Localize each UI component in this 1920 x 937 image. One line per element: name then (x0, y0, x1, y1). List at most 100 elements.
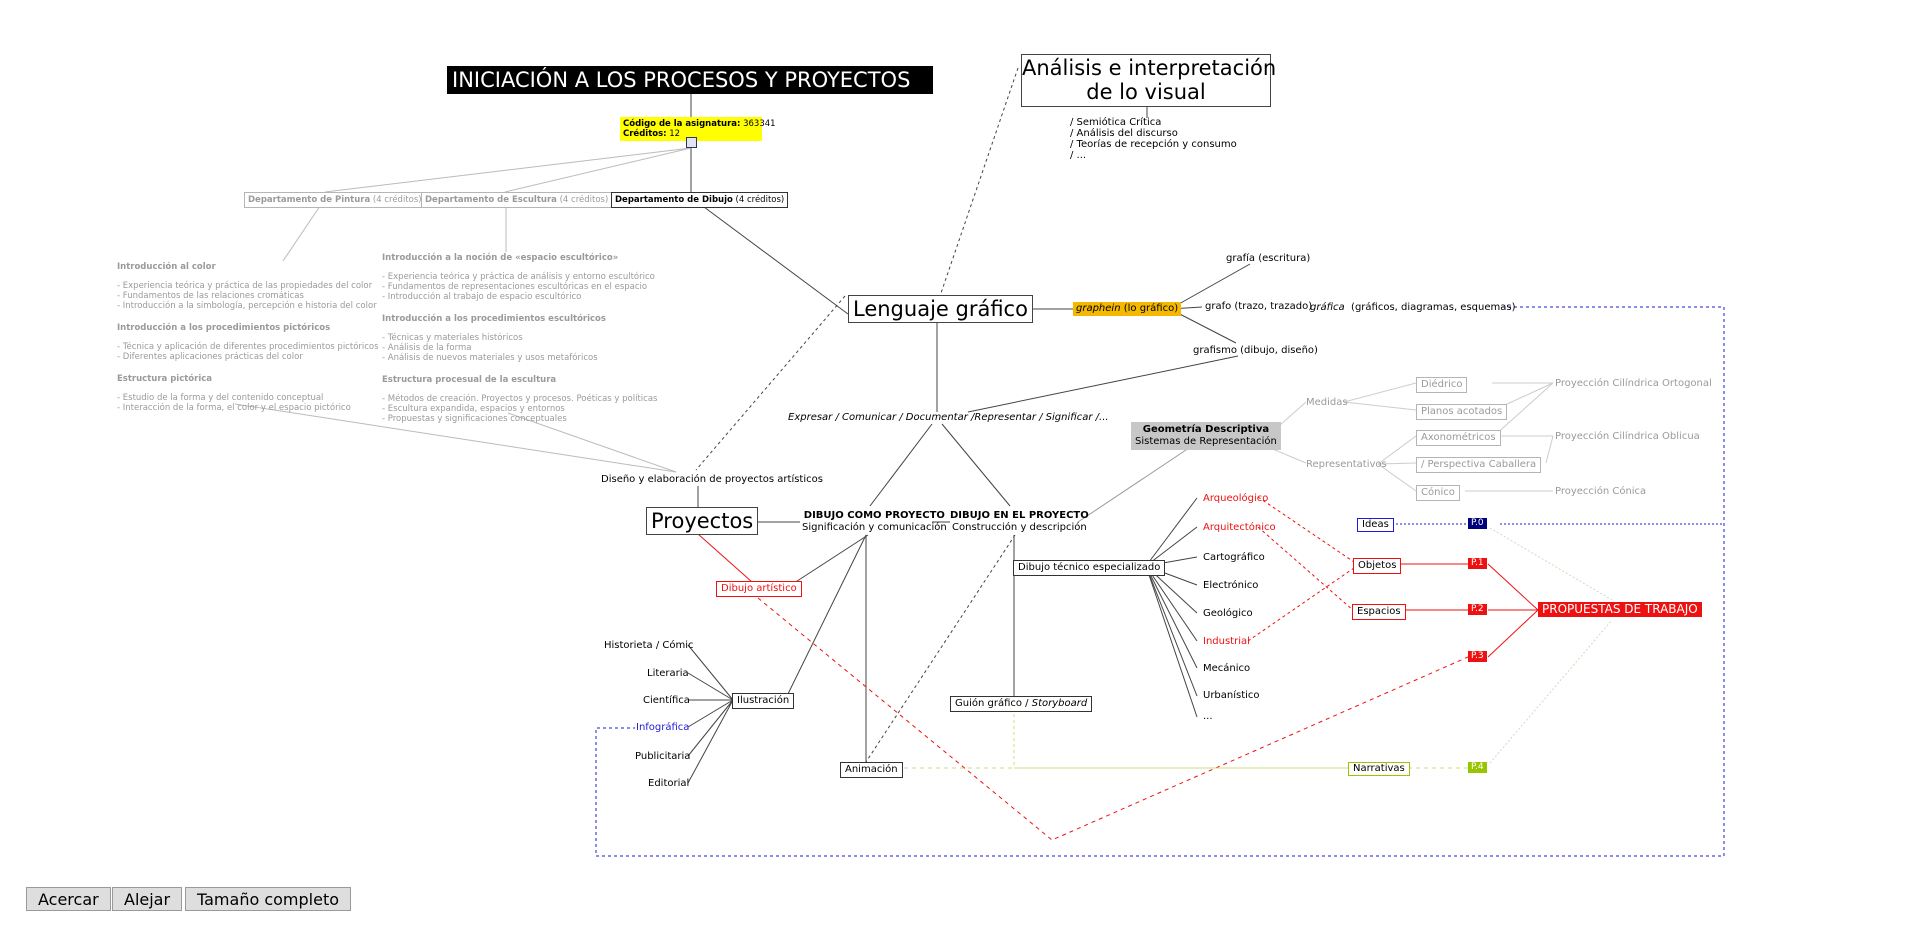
section-item: - Métodos de creación. Proyectos y proce… (382, 394, 658, 404)
lenguaje-grafico-node[interactable]: Lenguaje gráfico (848, 295, 1033, 323)
full-size-button[interactable]: Tamaño completo (185, 887, 352, 911)
section-item: - Introducción al trabajo de espacio esc… (382, 292, 582, 302)
tecnico-item: Urbanístico (1203, 690, 1260, 701)
section-heading: Introducción a los procedimientos pictór… (117, 323, 331, 333)
analysis-item: / Análisis del discurso (1070, 128, 1178, 139)
document-icon[interactable] (686, 137, 697, 148)
section-item: - Fundamentos de representaciones escult… (382, 282, 648, 292)
projection-label: Proyección Cilíndrica Ortogonal (1555, 378, 1712, 389)
grafica-node: gráfica (gráficos, diagramas, esquemas) (1310, 302, 1515, 314)
objetos-node[interactable]: Objetos (1353, 558, 1402, 574)
escultura-sections: Introducción a la noción de «espacio esc… (382, 253, 657, 436)
credits-value: 12 (669, 129, 681, 139)
dibujo-como-sub: Significación y comunicación (802, 522, 947, 533)
p2-badge[interactable]: P.2 (1468, 604, 1487, 615)
geometria-item[interactable]: Planos acotados (1416, 404, 1508, 420)
section-heading: Introducción a la noción de «espacio esc… (382, 253, 619, 263)
p3-badge[interactable]: P.3 (1468, 651, 1487, 662)
dept-pintura-name: Departamento de Pintura (248, 195, 371, 205)
narrativas-node[interactable]: Narrativas (1348, 762, 1410, 776)
geometria-item[interactable]: Axonométricos (1416, 430, 1501, 446)
guion-italic: Storyboard (1031, 698, 1088, 709)
tecnico-item: Geológico (1203, 608, 1253, 619)
ilustracion-item: Publicitaria (635, 751, 691, 762)
geometria-item[interactable]: Diédrico (1416, 377, 1468, 393)
course-title: INICIACIÓN A LOS PROCESOS Y PROYECTOS (447, 66, 933, 94)
tecnico-item: Arquitectónico (1203, 522, 1276, 533)
analysis-item: / Teorías de recepción y consumo (1070, 139, 1237, 150)
dept-pintura[interactable]: Departamento de Pintura (4 créditos) (244, 192, 426, 208)
proyectos-node[interactable]: Proyectos (646, 507, 759, 535)
graphein-note: (lo gráfico) (1123, 303, 1179, 314)
geometria-representativos: Representativos (1306, 459, 1387, 470)
section-item: - Propuestas y significaciones conceptua… (382, 414, 567, 424)
propuestas-node[interactable]: PROPUESTAS DE TRABAJO (1538, 602, 1702, 617)
dept-escultura[interactable]: Departamento de Escultura (4 créditos) (421, 192, 613, 208)
zoom-out-button[interactable]: Alejar (112, 887, 183, 911)
p4-badge[interactable]: P.4 (1468, 762, 1487, 773)
tecnico-item: ... (1203, 711, 1213, 722)
pintura-sections: Introducción al color - Experiencia teór… (117, 262, 379, 425)
guion-label: Guión gráfico / (955, 698, 1032, 709)
geometria-subtitle: Sistemas de Representación (1135, 436, 1277, 447)
geometria-medidas: Medidas (1306, 397, 1348, 408)
geometria-item[interactable]: Cónico (1416, 485, 1460, 501)
analysis-item: / ... (1070, 150, 1087, 161)
dibujo-como-proyecto: DIBUJO COMO PROYECTO Significación y com… (802, 510, 947, 534)
section-item: - Técnicas y materiales históricos (382, 333, 523, 343)
dibujo-tecnico-node[interactable]: Dibujo técnico especializado (1013, 560, 1166, 576)
tecnico-item: Industrial (1203, 636, 1250, 647)
ilustracion-item: Editorial (648, 778, 690, 789)
ilustracion-item: Científica (643, 695, 690, 706)
espacios-node[interactable]: Espacios (1352, 604, 1406, 620)
code-label: Código de la asignatura: (623, 119, 741, 129)
section-heading: Introducción al color (117, 262, 216, 272)
verbs-node: Expresar / Comunicar / Documentar /Repre… (788, 412, 1109, 423)
dibujo-en-title: DIBUJO EN EL PROYECTO (950, 510, 1089, 521)
dept-escultura-credits: (4 créditos) (559, 195, 609, 205)
guion-node[interactable]: Guión gráfico / Storyboard (950, 696, 1093, 712)
dept-dibujo-name: Departamento de Dibujo (615, 195, 733, 205)
dept-dibujo-credits: (4 créditos) (735, 195, 785, 205)
dept-pintura-credits: (4 créditos) (372, 195, 422, 205)
section-item: - Experiencia teórica y práctica de anál… (382, 272, 655, 282)
section-item: - Análisis de la forma (382, 343, 472, 353)
zoom-in-button[interactable]: Acercar (26, 887, 111, 911)
ilustracion-item: Literaria (647, 668, 689, 679)
grafo-node: grafo (trazo, trazado) (1205, 301, 1313, 312)
graphein-term: graphein (1076, 303, 1121, 314)
dept-escultura-name: Departamento de Escultura (425, 195, 557, 205)
graphein-node[interactable]: graphein (lo gráfico) (1073, 302, 1182, 316)
geometria-node[interactable]: Geometría Descriptiva Sistemas de Repres… (1131, 422, 1281, 450)
section-item: - Fundamentos de las relaciones cromátic… (117, 291, 304, 301)
p0-badge[interactable]: P.0 (1468, 518, 1487, 529)
tecnico-item: Electrónico (1203, 580, 1259, 591)
ilustracion-item: Infográfica (636, 722, 690, 733)
tecnico-item: Mecánico (1203, 663, 1251, 674)
section-heading: Estructura pictórica (117, 374, 213, 384)
section-item: - Introducción a la simbología, percepci… (117, 301, 377, 311)
ilustracion-node[interactable]: Ilustración (732, 693, 795, 709)
tecnico-item: Arqueológico (1203, 493, 1269, 504)
course-info-box: Código de la asignatura: 363341 Créditos… (620, 117, 776, 141)
analysis-title-line1: Análisis e interpretación (1022, 56, 1277, 80)
dibujo-en-sub: Construcción y descripción (952, 522, 1087, 533)
geometria-item[interactable]: / Perspectiva Caballera (1416, 457, 1542, 473)
credits-label: Créditos: (623, 129, 667, 139)
section-item: - Técnica y aplicación de diferentes pro… (117, 342, 379, 352)
analysis-title-line2: de lo visual (1086, 80, 1206, 104)
code-value: 363341 (743, 119, 776, 129)
ideas-node[interactable]: Ideas (1357, 518, 1394, 532)
dept-dibujo[interactable]: Departamento de Dibujo (4 créditos) (611, 192, 789, 208)
section-item: - Experiencia teórica y práctica de las … (117, 281, 373, 291)
projection-label: Proyección Cónica (1555, 486, 1647, 497)
dibujo-artistico-node[interactable]: Dibujo artístico (716, 581, 802, 597)
animacion-node[interactable]: Animación (840, 762, 903, 778)
section-heading: Estructura procesual de la escultura (382, 375, 557, 385)
p1-badge[interactable]: P.1 (1468, 558, 1487, 569)
grafica-note: (gráficos, diagramas, esquemas) (1351, 302, 1516, 313)
analysis-title: Análisis e interpretación de lo visual (1021, 54, 1277, 107)
geometria-title: Geometría Descriptiva (1142, 424, 1270, 435)
analysis-item: / Semiótica Crítica (1070, 117, 1162, 128)
